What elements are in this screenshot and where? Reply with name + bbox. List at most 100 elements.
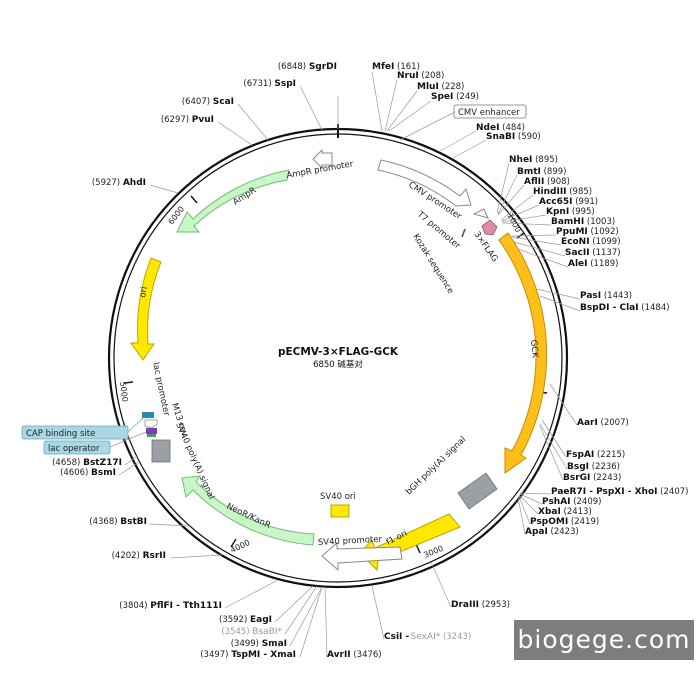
site-label-pvui: (6297) PvuI bbox=[161, 115, 214, 125]
flag-label: 3×FLAG bbox=[472, 230, 500, 264]
site-label-ahdi: (5927) AhdI bbox=[92, 178, 146, 188]
site-label-scai: (6407) ScaI bbox=[182, 97, 234, 107]
tick-label-4000: 4000 bbox=[229, 538, 251, 555]
site-label-paer7i-pspxi-xhoi: PaeR7I - PspXI - XhoI (2407) bbox=[551, 487, 688, 497]
site-leader-acc65i bbox=[501, 204, 540, 222]
plasmid-title: pECMV-3×FLAG-GCK bbox=[278, 346, 399, 358]
ampr-arrow bbox=[176, 169, 290, 233]
site-label-mfei: MfeI (161) bbox=[372, 62, 420, 72]
site-leader-draiii bbox=[430, 561, 452, 608]
lac-promoter-arrow bbox=[144, 419, 158, 429]
cap-binding-site-tag bbox=[21, 425, 129, 440]
sv40-ori-label: SV40 ori bbox=[320, 492, 356, 502]
site-leader-ndei bbox=[439, 130, 477, 152]
lac-operator-tag bbox=[43, 440, 111, 455]
cap-binding-site-shape bbox=[142, 412, 154, 418]
bgh-polya-label: bGH poly(A) signal bbox=[404, 435, 468, 497]
site-label-xbai: XbaI (2413) bbox=[538, 507, 592, 517]
site-label-aflii: AflII (908) bbox=[524, 177, 570, 187]
site-label-aari: AarI (2007) bbox=[577, 418, 629, 428]
flag-tag-shape bbox=[481, 219, 498, 236]
site-label-csii: CsiI - bbox=[384, 632, 410, 642]
site-leader-aflii bbox=[497, 184, 525, 216]
tick-label-3000: 3000 bbox=[422, 544, 444, 560]
site-leader-bstbi bbox=[149, 523, 191, 527]
site-label-tspmi-xmai: (3497) TspMI - XmaI bbox=[200, 650, 296, 660]
lac-operator-shape bbox=[146, 428, 157, 434]
site-leader-csii bbox=[371, 585, 385, 640]
site-label-mlui: MluI (228) bbox=[417, 82, 464, 92]
restriction-sites: (6848) SgrDI(6731) SspI(6407) ScaI(6297)… bbox=[52, 62, 688, 660]
t7-promoter-arrow bbox=[472, 208, 489, 219]
site-label-bstz17i: (4658) BstZ17I bbox=[52, 458, 122, 468]
site-label-apai: ApaI (2423) bbox=[525, 527, 579, 537]
site-label-smai: (3499) SmaI bbox=[231, 639, 287, 649]
ori-label: ori bbox=[138, 286, 150, 299]
site-leader-nrui bbox=[384, 79, 398, 132]
site-leader-mfei bbox=[371, 71, 383, 132]
gck-arrow bbox=[498, 232, 548, 474]
site-label-bmti: BmtI (899) bbox=[517, 167, 566, 177]
cmv-enhancer-leader bbox=[399, 111, 456, 141]
site-leader-sacii bbox=[513, 241, 566, 257]
site-leader-alei bbox=[517, 248, 569, 268]
site-label-eagi: (3592) EagI bbox=[219, 615, 272, 625]
sv40-ori-box bbox=[330, 504, 350, 518]
sv40-polya-box bbox=[151, 439, 171, 463]
lac-operator-leader bbox=[109, 431, 147, 448]
site-leader-pvui bbox=[217, 121, 253, 146]
cmv-enhancer-label: CMV enhancer bbox=[458, 108, 520, 118]
sv40-promoter-arrow bbox=[321, 541, 403, 572]
site-leader-snabi bbox=[452, 139, 487, 159]
site-leader-hindiii bbox=[500, 194, 534, 221]
site-label-econi: EcoNI (1099) bbox=[561, 237, 621, 247]
site-label-bamhi: BamHI (1003) bbox=[551, 217, 615, 227]
site-label-bsabi: (3545) BsaBI* bbox=[221, 627, 282, 637]
site-leader-bmti bbox=[497, 174, 518, 215]
site-leader-avrii bbox=[324, 586, 328, 658]
tick-4000 bbox=[230, 538, 237, 548]
site-label-fspai: FspAI (2215) bbox=[566, 450, 625, 460]
backbone-outer bbox=[107, 127, 569, 589]
site-label-sacii: SacII (1137) bbox=[565, 248, 621, 258]
gck-label: GCK bbox=[528, 339, 540, 358]
watermark: biogege.com bbox=[514, 620, 694, 660]
kozak-marker bbox=[461, 228, 466, 238]
site-leader-rsrii bbox=[169, 554, 223, 559]
site-leader-pspomi bbox=[518, 495, 531, 525]
site-label-sexai: SexAI* (3243) bbox=[411, 632, 472, 642]
site-leader-apai bbox=[517, 496, 526, 535]
site-leader-bsgi bbox=[539, 423, 568, 470]
tick-5000 bbox=[123, 381, 134, 384]
plasmid-size: 6850 碱基对 bbox=[313, 359, 363, 370]
site-leader-scai bbox=[237, 103, 269, 141]
site-leader-econi bbox=[511, 236, 562, 246]
tick-6000 bbox=[190, 195, 198, 204]
site-label-pasi: PasI (1443) bbox=[580, 291, 632, 301]
site-label-bsrgi: BsrGI (2243) bbox=[563, 473, 621, 483]
site-leader-bsmi bbox=[118, 461, 140, 476]
cap-leader bbox=[127, 417, 144, 433]
site-label-bsmi: (4606) BsmI bbox=[60, 468, 116, 478]
site-label-hindiii: HindIII (985) bbox=[533, 187, 592, 197]
site-label-sspi: (6731) SspI bbox=[243, 79, 296, 89]
site-label-pflfi-tth111i: (3804) PflFI - Tth111I bbox=[119, 601, 222, 611]
site-leader-bspdi-clai bbox=[539, 295, 581, 312]
bgh-polya-box bbox=[457, 472, 498, 510]
neor-kanr-arrow bbox=[181, 475, 315, 546]
site-leader-aari bbox=[549, 383, 578, 426]
lac-promoter-label: lac promoter bbox=[150, 362, 171, 418]
site-label-kpni: KpnI (995) bbox=[546, 207, 595, 217]
site-leader-bsabi bbox=[284, 585, 318, 635]
site-label-spei: SpeI (249) bbox=[431, 92, 479, 102]
site-label-draiii: DraIII (2953) bbox=[451, 600, 510, 610]
site-label-snabi: SnaBI (590) bbox=[486, 132, 541, 142]
m13-rev-label: M13 rev bbox=[169, 402, 189, 438]
site-label-alei: AleI (1189) bbox=[568, 259, 618, 269]
site-leader-pasi bbox=[536, 288, 581, 300]
site-leader-ppumi bbox=[510, 234, 557, 237]
site-leader-tspmi-xmai bbox=[299, 586, 323, 658]
site-leader-fspai bbox=[541, 419, 567, 458]
cap-binding-site-label: CAP binding site bbox=[26, 429, 95, 439]
